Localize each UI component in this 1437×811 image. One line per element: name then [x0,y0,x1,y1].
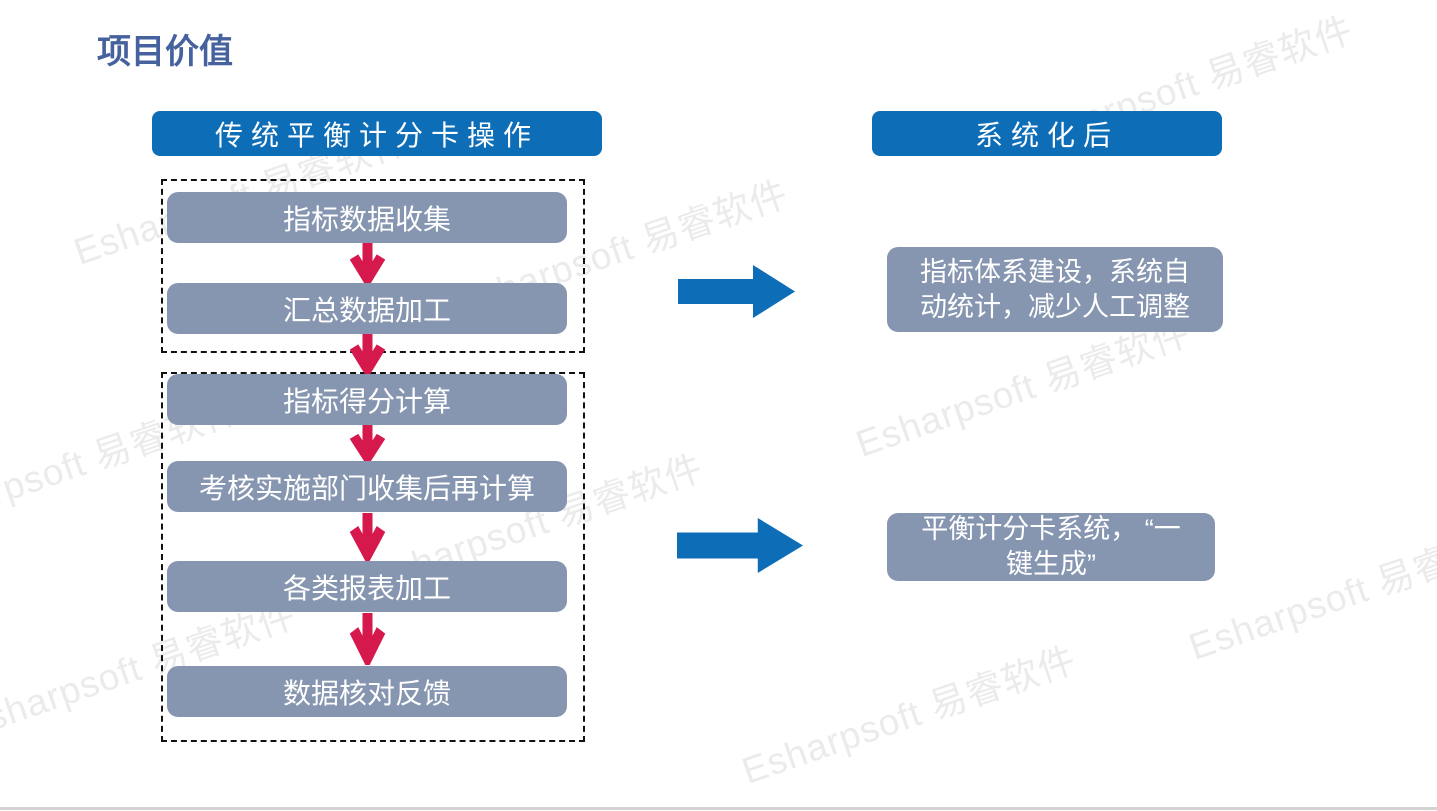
right-arrow-icon [677,518,803,578]
result-box-line: 键生成” [1006,549,1096,579]
process-step-box: 考核实施部门收集后再计算 [167,461,567,512]
down-arrow-icon [349,333,386,380]
down-arrow-icon [349,423,386,468]
result-box-line: 动统计，减少人工调整 [920,291,1190,322]
page-title: 项目价值 [97,33,233,71]
header-traditional-operation: 传统平衡计分卡操作 [152,111,602,156]
dashed-group-frame-2 [161,372,585,742]
process-step-box: 指标得分计算 [167,374,567,425]
result-box-line: 指标体系建设，系统自 [920,256,1190,287]
slide-bottom-divider [0,807,1437,810]
result-box-indicator-system: 指标体系建设，系统自 动统计，减少人工调整 [887,247,1223,332]
result-box-one-click: 平衡计分卡系统， “一 键生成” [887,513,1215,581]
watermark-text: Esharpsoft 易睿软件 [1183,514,1437,668]
process-step-box: 数据核对反馈 [167,666,567,717]
down-arrow-icon [349,243,386,290]
process-step-box: 各类报表加工 [167,561,567,612]
down-arrow-icon [349,613,386,670]
right-arrow-icon [678,265,795,323]
process-step-box: 指标数据收集 [167,192,567,243]
result-box-line: 平衡计分卡系统， “一 [921,514,1181,544]
watermark-text: Esharpsoft 易睿软件 [736,638,1082,792]
process-step-box: 汇总数据加工 [167,283,567,334]
down-arrow-icon [349,513,386,566]
header-after-systemization: 系统化后 [872,111,1222,156]
